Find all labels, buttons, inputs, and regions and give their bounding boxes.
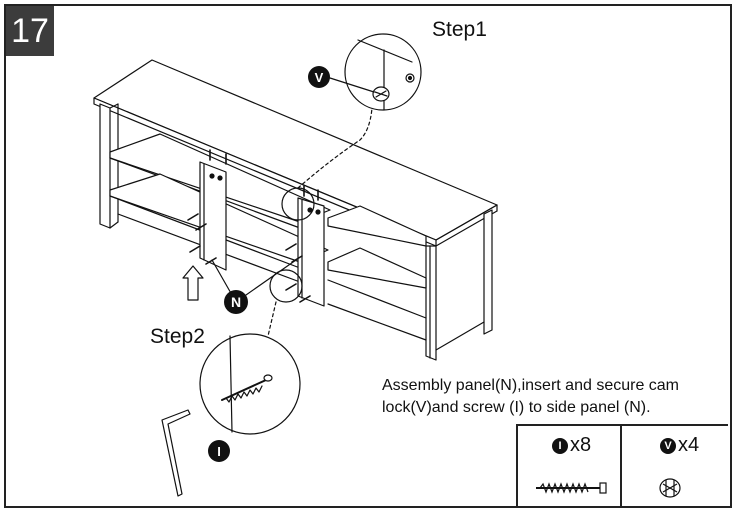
insert-direction-arrow: [182, 265, 204, 301]
cam-lock-callout: V: [308, 66, 330, 88]
step2-label: Step2: [150, 325, 205, 348]
cam-lock-part-icon: [659, 478, 681, 498]
screw-quantity: I x8: [552, 434, 591, 457]
cam-lock-icon: [372, 86, 390, 102]
screw-callout: I: [208, 440, 230, 462]
parts-divider: [620, 426, 622, 506]
panel-callout: N: [224, 290, 248, 314]
screw-count: x8: [570, 434, 592, 456]
instruction-line-1: Assembly panel(N),insert and secure cam: [382, 377, 680, 394]
step-number-badge: 17: [6, 6, 54, 56]
screw-part-icon: [536, 482, 607, 494]
cam-lock-quantity: V x4: [660, 434, 699, 457]
parts-icons: [536, 478, 681, 498]
step1-label: Step1: [432, 18, 487, 41]
instruction-text: Assembly panel(N),insert and secure cam …: [382, 375, 712, 419]
parts-table: I x8 V x4: [516, 424, 728, 506]
tv-stand: [93, 59, 498, 361]
step1-detail: [281, 33, 422, 221]
cam-lock-count: x4: [678, 434, 700, 456]
instruction-line-2: lock(V)and screw (I) to side panel (N).: [382, 399, 651, 416]
cam-lock-badge: V: [660, 437, 676, 454]
step2-detail: [161, 269, 303, 497]
screw-badge: I: [552, 437, 568, 454]
screw-icon: [221, 374, 273, 403]
allen-key-icon: [161, 409, 191, 497]
